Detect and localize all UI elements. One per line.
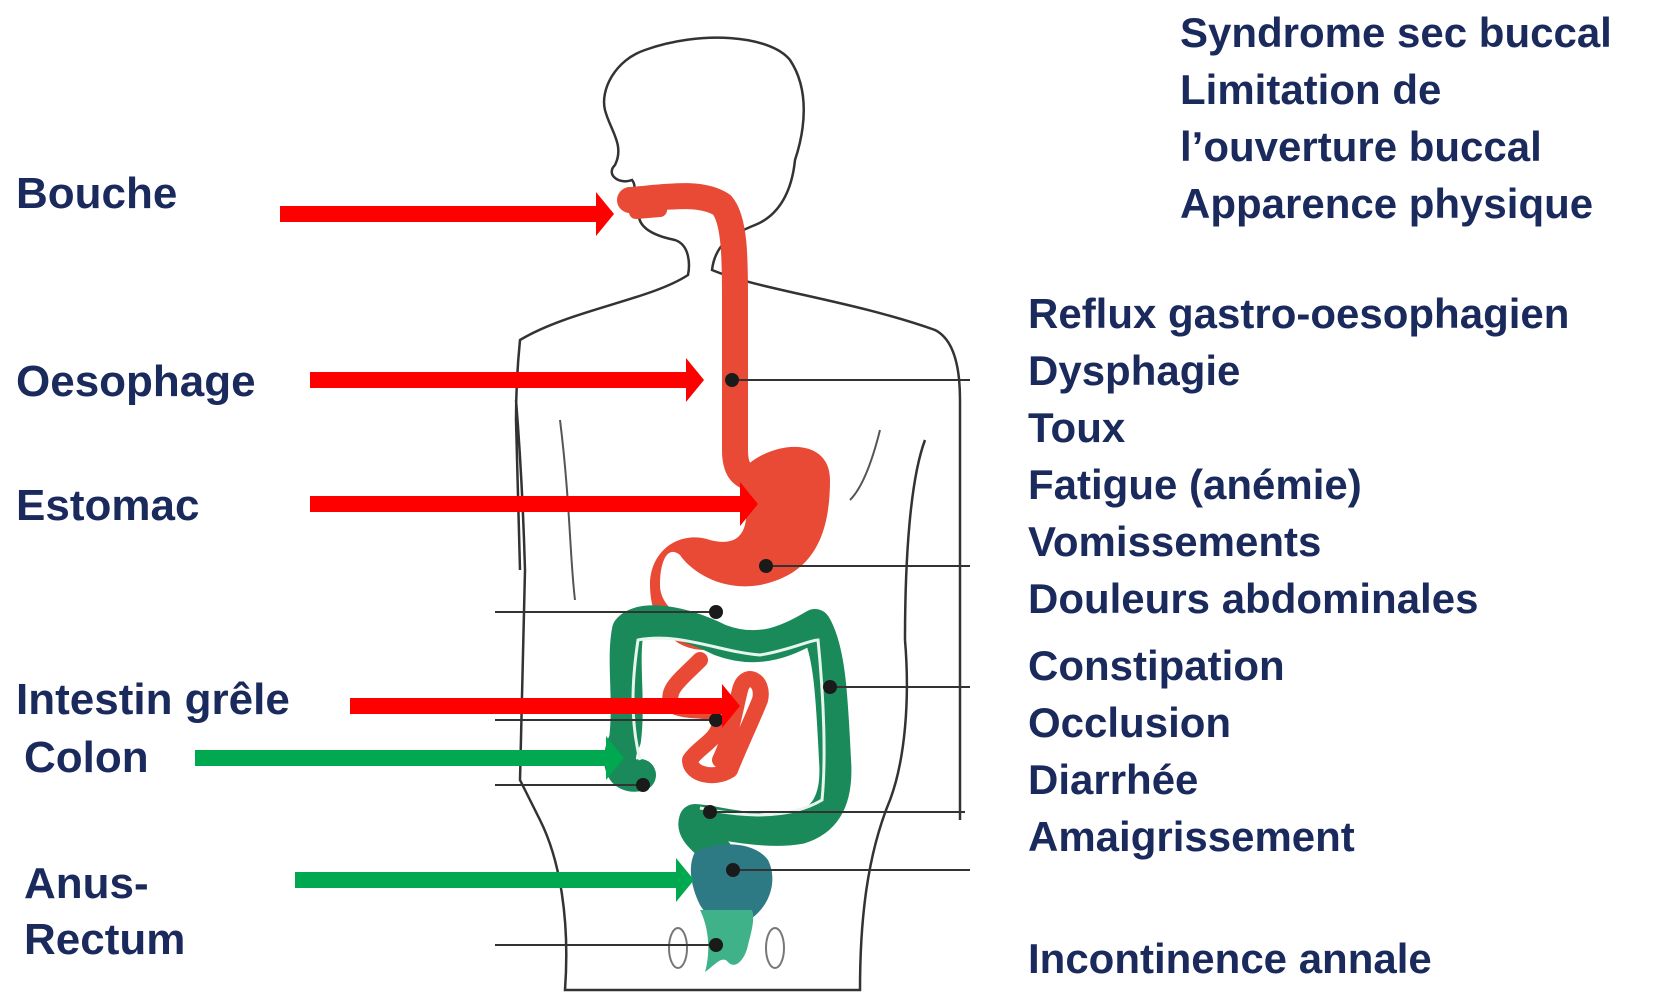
symptom-lower-1: Constipation <box>1028 637 1285 694</box>
label-estomac: Estomac <box>16 478 199 534</box>
esophagus <box>630 196 750 478</box>
symptom-upper-4: Fatigue (anémie) <box>1028 456 1362 513</box>
mouth-tract <box>632 198 660 212</box>
symptom-anal: Incontinence annale <box>1028 930 1432 987</box>
symptom-mouth-2: Limitation de <box>1180 61 1441 118</box>
symptom-upper-5: Vomissements <box>1028 513 1321 570</box>
label-anus: Anus- <box>24 856 149 912</box>
symptom-upper-2: Dysphagie <box>1028 342 1240 399</box>
anal-sphincter-right <box>766 928 784 968</box>
symptom-lower-4: Amaigrissement <box>1028 808 1355 865</box>
symptom-lower-2: Occlusion <box>1028 694 1231 751</box>
arrow-anus <box>295 858 694 902</box>
arrow-oesophage <box>310 358 704 402</box>
symptom-upper-3: Toux <box>1028 399 1125 456</box>
symptom-upper-6: Douleurs abdominales <box>1028 570 1478 627</box>
arrow-intestin <box>350 684 740 728</box>
symptom-mouth-3: l’ouverture buccal <box>1180 118 1542 175</box>
label-rectum: Rectum <box>24 912 185 968</box>
symptom-mouth-1: Syndrome sec buccal <box>1180 4 1612 61</box>
label-oesophage: Oesophage <box>16 354 256 410</box>
symptom-upper-1: Reflux gastro-oesophagien <box>1028 285 1569 342</box>
arrow-estomac <box>310 482 758 526</box>
arrow-colon <box>195 736 624 780</box>
symptom-lower-3: Diarrhée <box>1028 751 1198 808</box>
label-intestin-grele: Intestin grêle <box>16 672 290 728</box>
arrow-bouche <box>280 192 614 236</box>
anal-canal <box>700 910 753 972</box>
anal-sphincter-left <box>669 928 687 968</box>
symptom-mouth-4: Apparence physique <box>1180 175 1593 232</box>
label-colon: Colon <box>24 730 149 786</box>
label-bouche: Bouche <box>16 166 177 222</box>
